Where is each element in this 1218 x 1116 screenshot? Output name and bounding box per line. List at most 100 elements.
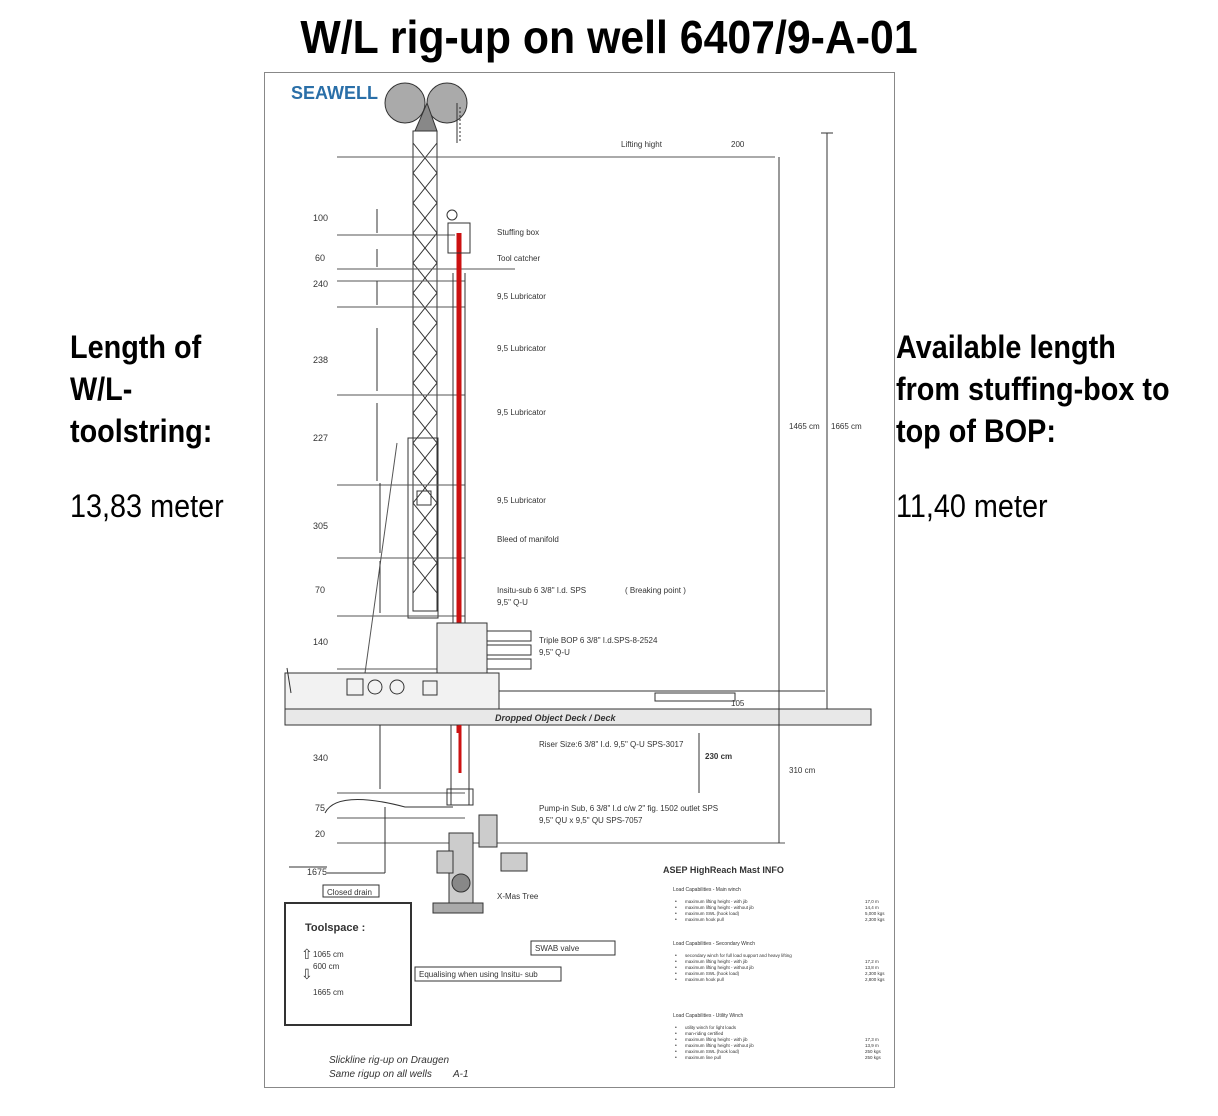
asep-item-label: maximum lifting height - with jib [685, 959, 748, 964]
asep-item-label: maximum SWL (hook load) [685, 911, 740, 916]
riser [446, 724, 474, 806]
lifting-height-value: 200 [731, 140, 745, 149]
asep-sec-list: •secondary winch for full load support a… [675, 953, 885, 983]
page-title: W/L rig-up on well 6407/9-A-01 [300, 11, 918, 63]
asep-sec-head: Load Capabilities - Secondary Winch [673, 941, 755, 947]
length-label-305: 305 [313, 521, 328, 531]
length-label-340: 340 [313, 753, 328, 763]
asep-bullet: • [675, 971, 677, 977]
asep-main-head: Load Capabilities - Main winch [673, 887, 741, 893]
asep-bullet: • [675, 1037, 677, 1043]
length-label-75: 75 [315, 803, 325, 813]
lattice-mast [412, 130, 438, 612]
asep-util-list: • utility winch for light loads • man-ridin… [675, 1025, 882, 1061]
toolspace-title: Toolspace : [305, 922, 365, 934]
toolstring-heading-line-3: toolstring: [70, 413, 213, 449]
pump-in-sub-size-label: 9,5" QU x 9,5" QU SPS-7057 [539, 816, 643, 825]
length-label-238: 238 [313, 355, 328, 365]
rigup-drawing: SEAWELL [264, 72, 895, 1088]
asep-item-label: maximum lifting height - without jib [685, 965, 754, 970]
toolspace-1065: 1065 cm [313, 950, 344, 959]
sheave-block [384, 82, 468, 143]
asep-util-head: Load Capabilities - Utility Winch [673, 1013, 744, 1019]
toolstring-heading-line-2: W/L- [70, 371, 133, 407]
asep-item-label: maximum lifting height - without jib [685, 1043, 754, 1048]
asep-item-label: maximum lifting height - without jib [685, 905, 754, 910]
deck-height-label: 105 [731, 699, 745, 708]
asep-bullet: • [675, 911, 677, 917]
asep-item-value: 2,800 kgs [865, 977, 885, 982]
seawell-logo: SEAWELL [291, 83, 378, 103]
length-label-240: 240 [313, 279, 328, 289]
toolspace-600: 600 cm [313, 962, 340, 971]
asep-bullet: • [675, 977, 677, 983]
asep-item-label: maximum line pull [685, 1055, 721, 1060]
length-label-1675: 1675 [307, 867, 327, 877]
available-heading-line-1: Available length [896, 329, 1116, 365]
riser-dim-label: 230 cm [705, 752, 732, 761]
riser-label: Riser Size:6 3/8" I.d. 9,5" Q-U SPS-3017 [539, 740, 684, 749]
xmas-tree-label: X-Mas Tree [497, 892, 539, 901]
available-length-value: 11,40 meter [896, 488, 1048, 524]
asep-bullet: • [675, 917, 677, 923]
mast-housing [407, 437, 439, 619]
asep-item-value: 2,300 kgs [865, 917, 885, 922]
rigup-diagram: SEAWELL [284, 82, 885, 1080]
asep-item-value: 13,8 m [865, 965, 879, 970]
pump-in-sub-label: Pump-in Sub, 6 3/8" I.d c/w 2" fig. 1502… [539, 804, 718, 813]
mast-panel [416, 490, 432, 506]
dim-1465-label: 1465 cm [789, 422, 820, 431]
dropped-object-deck [284, 708, 872, 726]
tool-catcher-label: Tool catcher [497, 254, 540, 263]
right-dimension-lines [775, 132, 871, 843]
asep-item-value: 13,9 m [865, 1043, 879, 1048]
caption-line-3: A-1 [452, 1069, 469, 1080]
triple-bop-size-label: 9,5" Q-U [539, 648, 570, 657]
equalising-label: Equalising when using Insitu- sub [419, 970, 538, 979]
swab-valve-label: SWAB valve [535, 944, 580, 953]
closed-drain-box [322, 884, 380, 898]
caption-line-2: Same rigup on all wells [329, 1069, 432, 1080]
length-label-70: 70 [315, 585, 325, 595]
equalising-box [414, 966, 562, 982]
reference-lines [337, 156, 785, 844]
closed-drain-label: Closed drain [327, 888, 372, 897]
asep-item-value: 250 kgs [865, 1049, 882, 1054]
asep-item-label: maximum lifting height - with jib [685, 1037, 748, 1042]
asep-item-value: 5,000 kgs [865, 911, 885, 916]
lifting-height-label: Lifting hight [621, 140, 663, 149]
crane-base [284, 672, 825, 710]
insitu-sub-label: Insitu-sub 6 3/8" I.d. SPS [497, 586, 586, 595]
asep-item-value: 17,0 m [865, 899, 879, 904]
caption-line-1: Slickline rig-up on Draugen [329, 1055, 450, 1066]
dim-1665-label: 1665 cm [831, 422, 862, 431]
asep-item-label: maximum hook pull [685, 977, 724, 982]
toolspace-1665: 1665 cm [313, 988, 344, 997]
asep-bullet: • [675, 965, 677, 971]
lubricator-label-1: 9,5 Lubricator [497, 292, 546, 301]
swab-valve-box [530, 940, 616, 956]
length-label-227: 227 [313, 433, 328, 443]
bleed-manifold-label: Bleed of manifold [497, 535, 559, 544]
asep-item-label: maximum SWL (hook load) [685, 971, 740, 976]
asep-info: ASEP HighReach Mast INFO Load Capabiliti… [663, 865, 885, 1061]
asep-item-label: maximum SWL (hook load) [685, 1049, 740, 1054]
asep-bullet: • [675, 1025, 677, 1031]
asep-item-label: man-riding certified [685, 1031, 724, 1036]
asep-title: ASEP HighReach Mast INFO [663, 865, 784, 875]
length-label-100: 100 [313, 213, 328, 223]
asep-item-label: utility winch for light loads [685, 1025, 737, 1030]
lubricator-label-3: 9,5 Lubricator [497, 408, 546, 417]
available-length-block: Available length from stuffing-box to to… [896, 326, 1216, 525]
left-dimension-arrows [376, 209, 381, 789]
bop-block [436, 622, 532, 676]
toolspace-box [284, 902, 412, 1026]
crane-tip [286, 667, 292, 694]
length-label-20: 20 [315, 829, 325, 839]
toolstring-length-block: Length of W/L- toolstring: 13,83 meter [70, 326, 270, 525]
dim-310-label: 310 cm [789, 766, 816, 775]
toolstring-heading-line-1: Length of [70, 329, 202, 365]
toolstring-length-value: 13,83 meter [70, 488, 224, 524]
asep-item-value: 250 kgs [865, 1055, 882, 1060]
